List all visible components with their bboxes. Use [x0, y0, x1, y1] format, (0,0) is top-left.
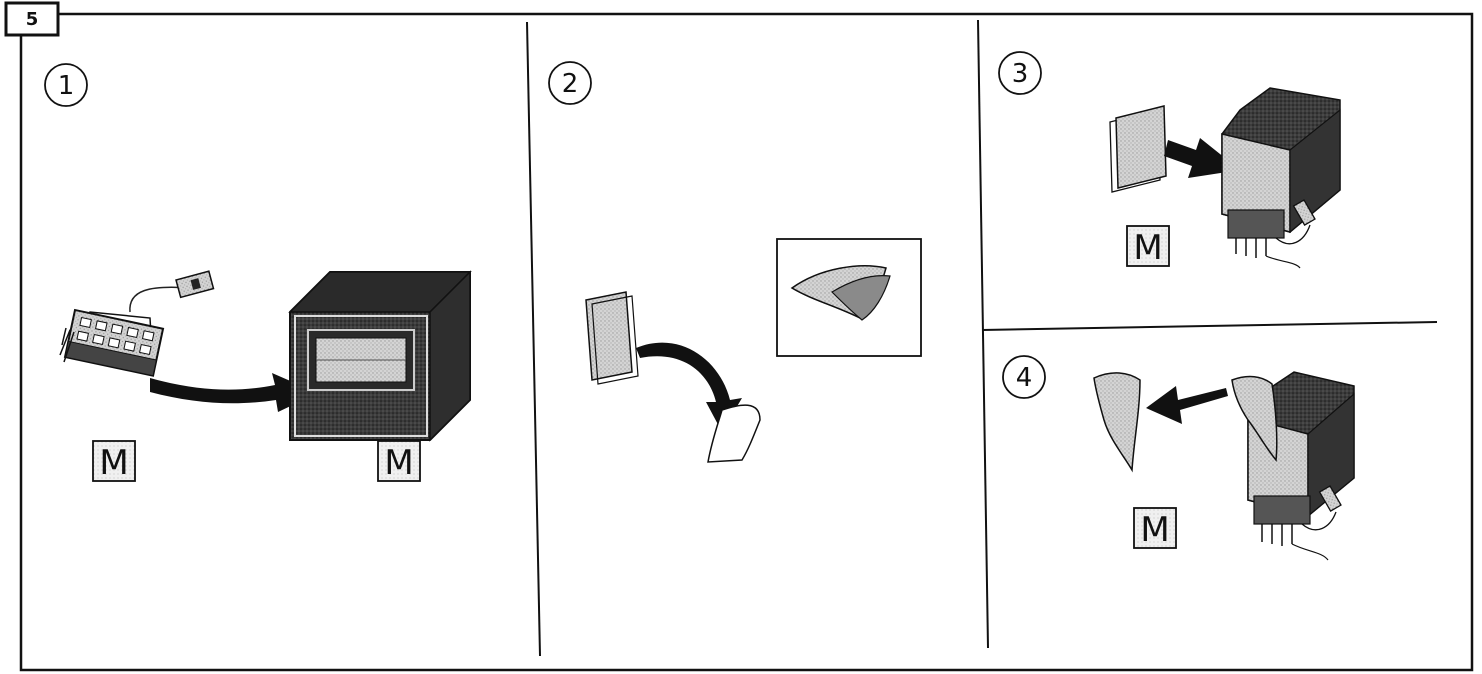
step-1-badge: 1: [44, 63, 88, 107]
peel-arrow-icon: [636, 342, 742, 432]
removed-film-icon: [1093, 372, 1141, 473]
wire-connector-icon: [59, 270, 215, 377]
step-4-number: 4: [1016, 363, 1033, 393]
remove-arrow-icon: [1146, 386, 1228, 424]
divider-3: [981, 321, 1438, 331]
marker-m-box-label: M: [384, 443, 413, 483]
marker-m-box: M: [377, 440, 421, 483]
panel-step-4: 4 M: [1002, 355, 1355, 561]
outer-frame: [19, 12, 1474, 672]
adhesive-pad-icon: [585, 291, 639, 385]
section-number: 5: [26, 9, 39, 30]
marker-m-connector: M: [92, 440, 136, 483]
step-3-badge: 3: [998, 51, 1042, 95]
apply-arrow-icon: [1164, 138, 1240, 178]
insert-arrow-icon: [150, 373, 318, 412]
marker-m-connector-label: M: [99, 443, 128, 483]
peeled-film-icon: [707, 404, 761, 463]
step-3-number: 3: [1012, 59, 1029, 89]
detail-inset: [776, 238, 922, 357]
divider-1: [526, 21, 541, 657]
step-2-number: 2: [562, 69, 579, 99]
control-box-icon: [288, 270, 472, 442]
control-box-side-icon: [1221, 87, 1341, 269]
control-box-film-icon: [1231, 371, 1355, 561]
marker-m-step3-label: M: [1133, 228, 1162, 268]
section-badge: 5: [4, 1, 60, 37]
marker-m-step4-label: M: [1140, 510, 1169, 550]
marker-m-step4: M: [1133, 507, 1177, 550]
divider-2: [977, 19, 989, 649]
step-4-badge: 4: [1002, 355, 1046, 399]
panel-step-3: 3 M: [998, 51, 1341, 269]
adhesive-pad-3-icon: [1109, 105, 1167, 193]
step-2-badge: 2: [548, 61, 592, 105]
panel-step-2: 2: [548, 61, 922, 463]
step-1-number: 1: [58, 71, 75, 101]
panel-step-1: 1: [44, 63, 472, 483]
marker-m-step3: M: [1126, 225, 1170, 268]
